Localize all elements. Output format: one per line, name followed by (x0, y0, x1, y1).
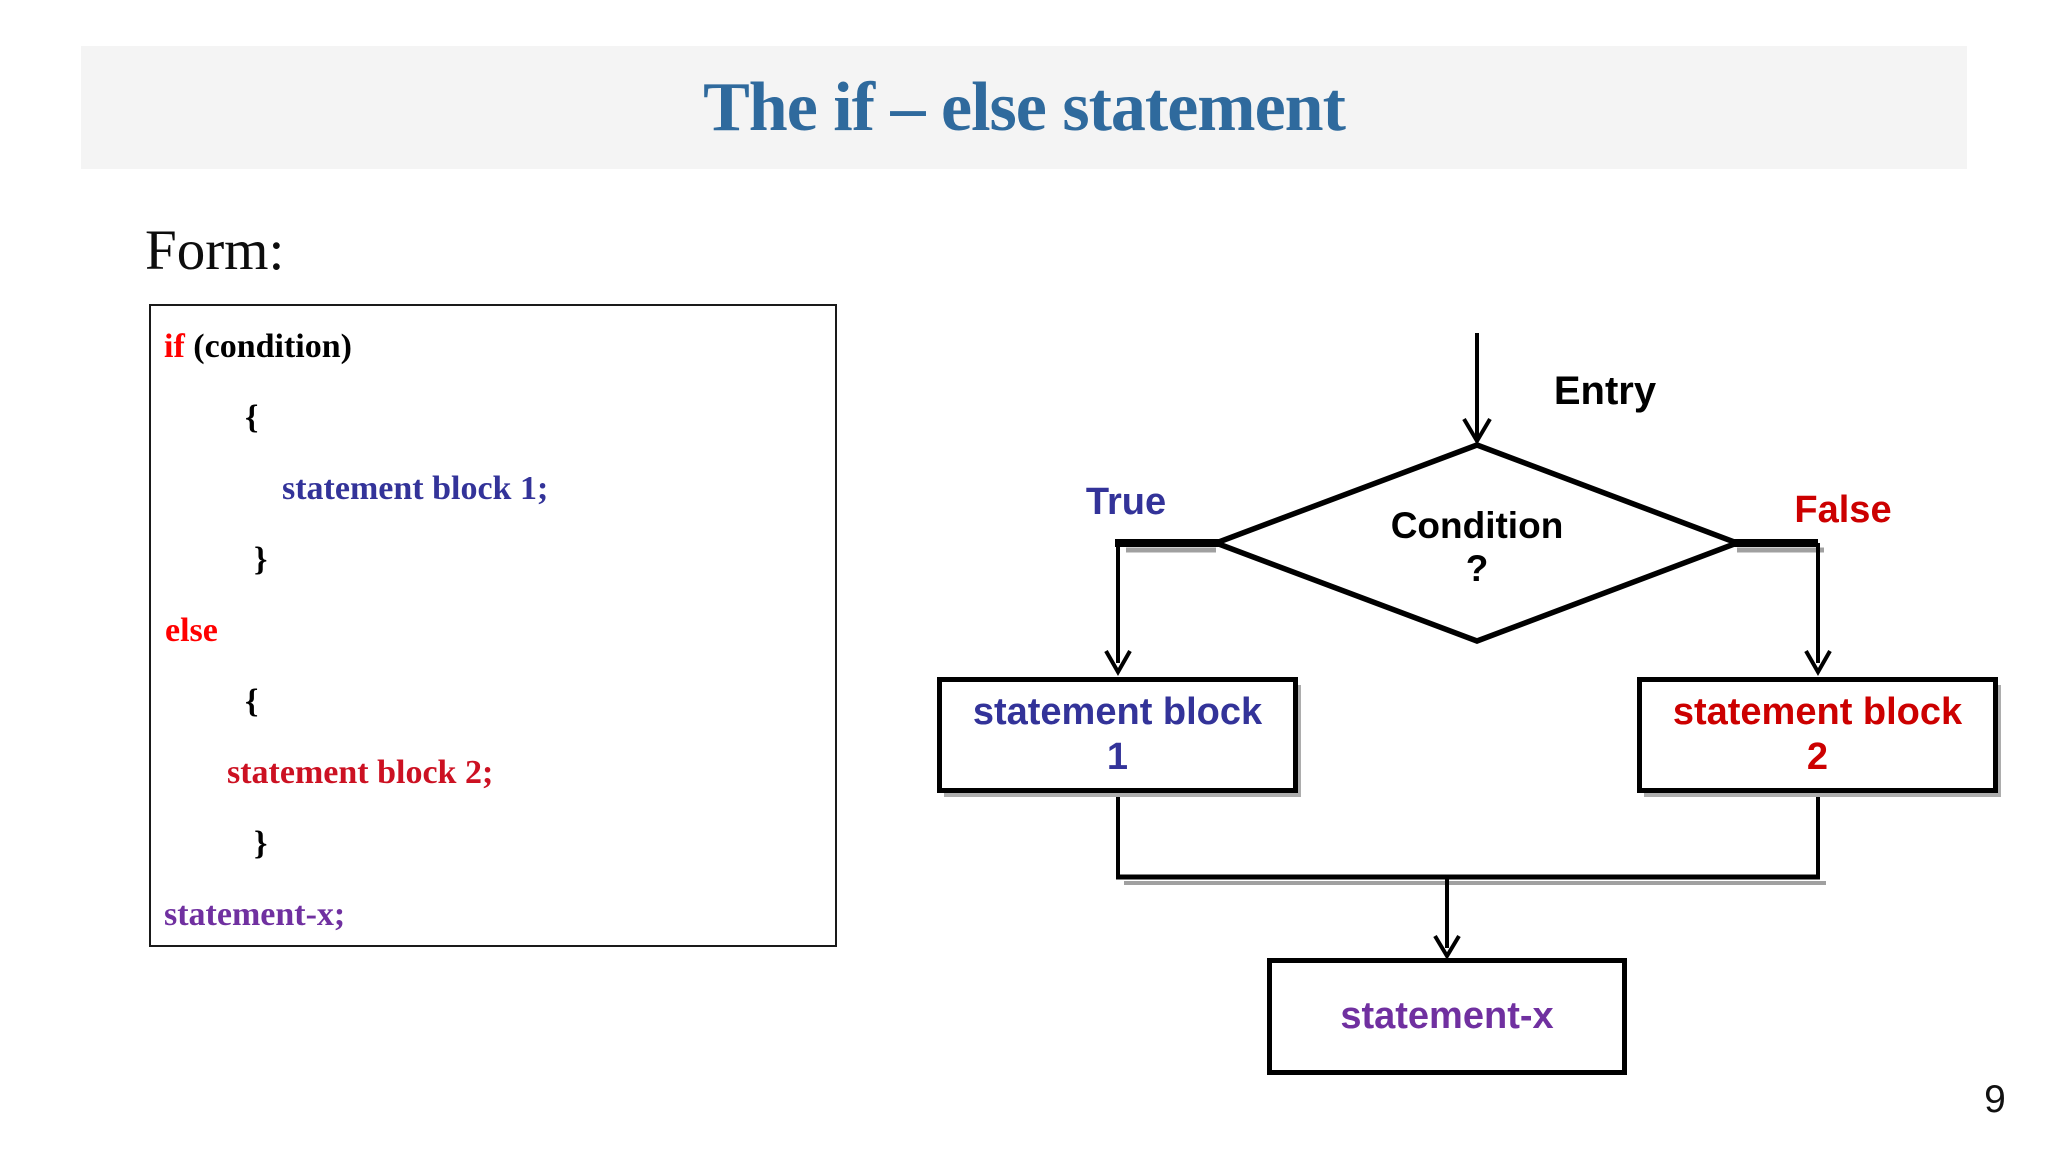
statement-block-1-box: statement block 1 (937, 677, 1298, 793)
statement-block-2-box: statement block 2 (1637, 677, 1998, 793)
code-line-close-brace-2: } (151, 808, 835, 879)
true-label: True (1085, 481, 1167, 523)
statement-block-2-line2: 2 (1806, 736, 1829, 778)
form-label: Form: (145, 219, 285, 282)
statement-x-text: statement-x (1340, 995, 1554, 1037)
decision-diamond (1208, 442, 1745, 644)
code-line-if: if (condition) (151, 311, 835, 382)
code-line-statement-x: statement-x; (151, 879, 835, 945)
condition-question-mark: ? (1465, 548, 1489, 589)
statement-block-1-text: statement block 1 (973, 690, 1262, 780)
code-line-open-brace-2: { (151, 666, 835, 737)
close-brace: } (254, 541, 268, 578)
condition-text: (condition) (184, 328, 352, 365)
merge-connector (1116, 796, 1826, 960)
statement-block-1-line1: statement block (972, 691, 1263, 733)
statement-block-2: statement block 2; (227, 754, 494, 791)
statement-block-1: statement block 1; (282, 470, 549, 507)
true-branch-connector (1104, 539, 1220, 677)
statement-x-box: statement-x (1267, 958, 1627, 1075)
open-brace: { (245, 399, 259, 436)
false-branch-connector (1733, 539, 1832, 677)
title-bar: The if – else statement (81, 46, 1967, 169)
code-line-else: else (151, 595, 835, 666)
code-syntax-box: if (condition) { statement block 1; } el… (149, 304, 837, 947)
condition-label: Condition ? (1327, 504, 1627, 590)
statement-block-2-text: statement block 2 (1673, 690, 1962, 780)
code-line-statement-1: statement block 1; (151, 453, 835, 524)
code-line-statement-2: statement block 2; (151, 737, 835, 808)
keyword-if: if (164, 328, 185, 365)
close-brace: } (254, 825, 268, 862)
statement-x: statement-x; (164, 896, 346, 933)
false-label: False (1794, 489, 1892, 531)
statement-block-1-line2: 1 (1106, 736, 1129, 778)
slide-title: The if – else statement (703, 68, 1346, 146)
entry-label: Entry (1553, 369, 1657, 413)
entry-arrow (1462, 333, 1492, 445)
code-line-close-brace-1: } (151, 524, 835, 595)
condition-text: Condition (1390, 505, 1564, 546)
page-number: 9 (1984, 1078, 2006, 1121)
open-brace: { (245, 683, 259, 720)
statement-block-2-line1: statement block (1672, 691, 1963, 733)
keyword-else: else (165, 612, 218, 649)
code-line-open-brace-1: { (151, 382, 835, 453)
